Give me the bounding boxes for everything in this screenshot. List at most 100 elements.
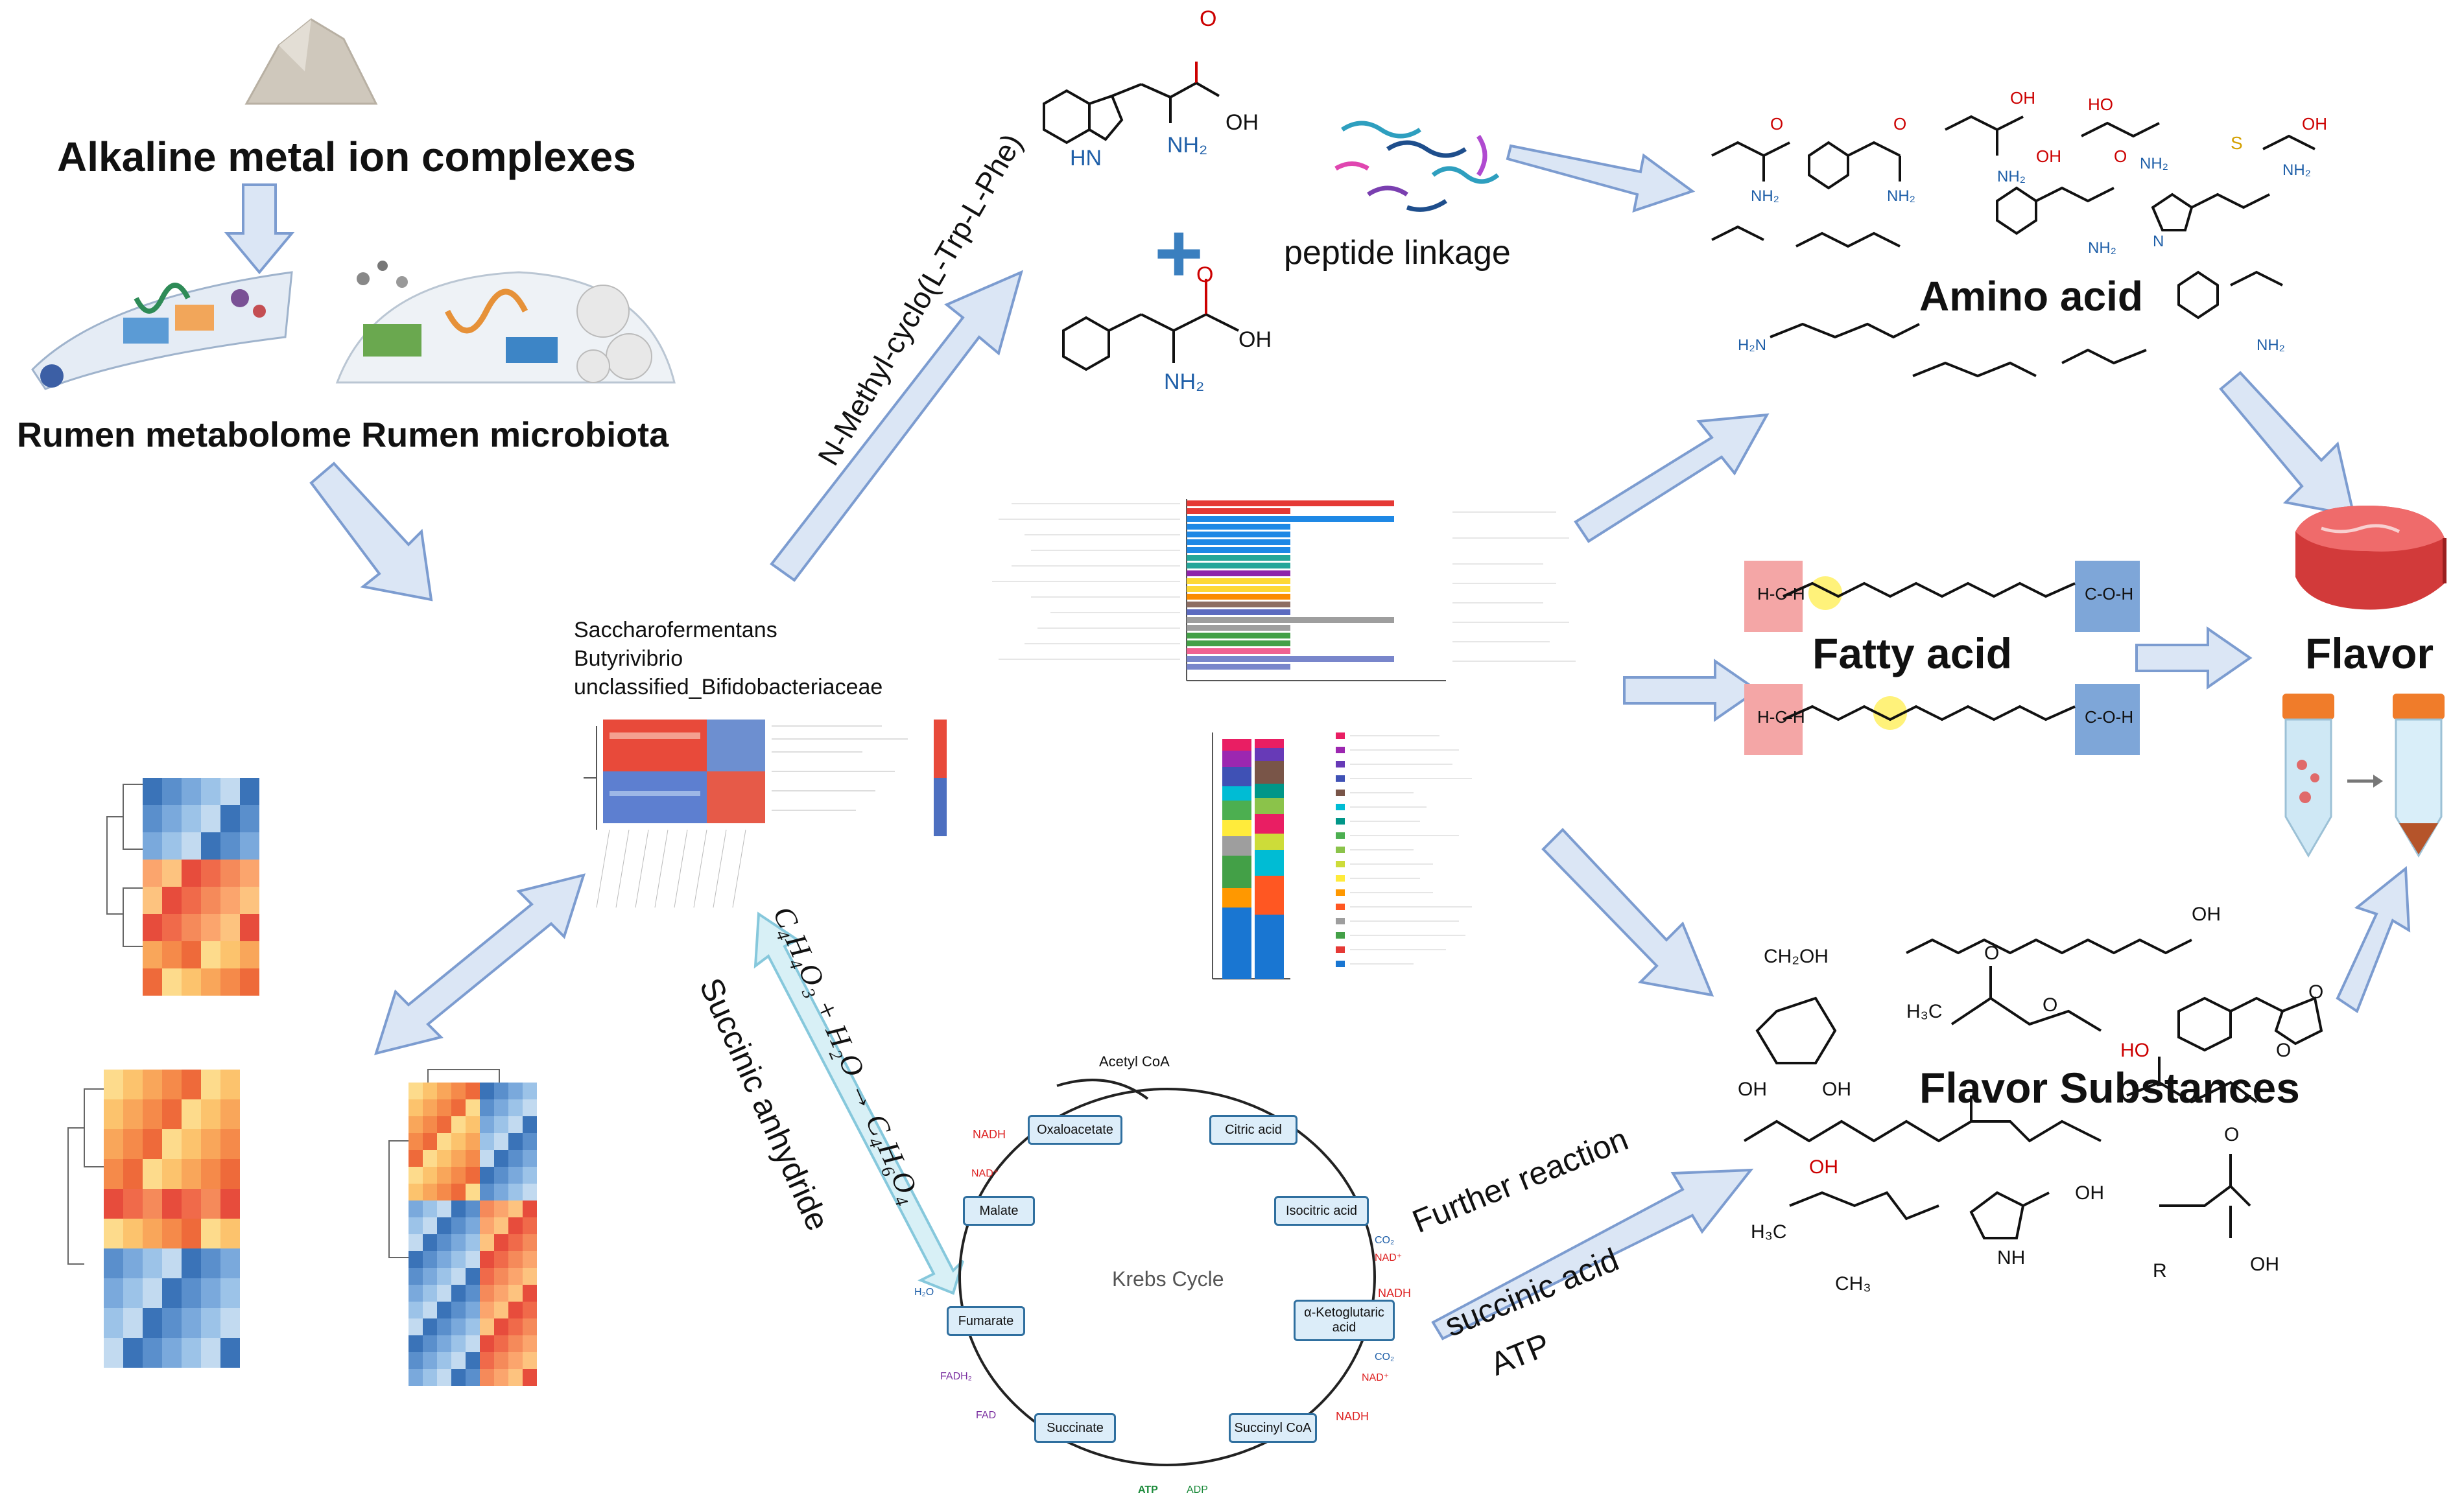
heatmap-cell bbox=[494, 1302, 508, 1318]
heatmap-cell bbox=[220, 1189, 240, 1219]
heatmap-cell bbox=[201, 1070, 220, 1099]
cofactor-nadh: NADH bbox=[1336, 1410, 1369, 1423]
heatmap-cell bbox=[201, 1159, 220, 1189]
heatmap-cell bbox=[423, 1268, 437, 1285]
heatmap-cell bbox=[466, 1150, 480, 1167]
svg-text:N: N bbox=[2153, 233, 2164, 250]
heatmap-cell bbox=[201, 1278, 220, 1308]
heatmap-cell bbox=[494, 1201, 508, 1217]
heatmap-cell bbox=[480, 1268, 494, 1285]
svg-text:CH₂OH: CH₂OH bbox=[1764, 946, 1829, 967]
heatmap-cell bbox=[423, 1335, 437, 1352]
peptide-linkage-label: peptide linkage bbox=[1284, 234, 1511, 272]
arrow-substances-to-flavor bbox=[2336, 866, 2411, 1014]
heatmap-cell bbox=[437, 1201, 451, 1217]
heatmap-cell bbox=[162, 860, 182, 887]
heatmap-cell bbox=[423, 1318, 437, 1335]
heatmap-cell bbox=[494, 1335, 508, 1352]
heatmap-cell bbox=[220, 1338, 240, 1368]
heatmap-cell bbox=[409, 1116, 423, 1133]
heatmap-cell bbox=[104, 1219, 123, 1248]
heatmap-cell bbox=[437, 1285, 451, 1302]
heatmap-cell bbox=[508, 1217, 523, 1234]
heatmap-cell bbox=[466, 1083, 480, 1099]
heatmap-cell bbox=[494, 1150, 508, 1167]
heatmap-cell bbox=[523, 1285, 537, 1302]
heatmap-cell bbox=[123, 1308, 143, 1338]
cofactor-nad: NAD⁺ bbox=[1362, 1372, 1390, 1383]
heatmap-cell bbox=[480, 1116, 494, 1133]
cofactor-h2o: H₂O bbox=[914, 1287, 934, 1298]
heatmap-cell bbox=[104, 1070, 123, 1099]
heatmap-cell bbox=[409, 1285, 423, 1302]
heatmap-cell bbox=[523, 1335, 537, 1352]
heatmap-cell bbox=[182, 1099, 201, 1129]
heatmap-cell bbox=[437, 1335, 451, 1352]
svg-text:HO: HO bbox=[2088, 95, 2113, 114]
heatmap-cell bbox=[437, 1150, 451, 1167]
svg-text:S: S bbox=[2231, 133, 2243, 153]
heatmap-cell bbox=[409, 1268, 423, 1285]
svg-text:O: O bbox=[2224, 1124, 2239, 1145]
heatmap-cell bbox=[437, 1302, 451, 1318]
heatmap-cell bbox=[423, 1184, 437, 1201]
heatmap-cell bbox=[162, 941, 182, 968]
heatmap-cell bbox=[123, 1248, 143, 1278]
heatmap-cell bbox=[423, 1201, 437, 1217]
svg-text:OH: OH bbox=[1822, 1079, 1851, 1100]
heatmap-cell bbox=[466, 1302, 480, 1318]
rumen-title: Rumen metabolome Rumen microbiota bbox=[17, 416, 669, 454]
plus-icon: + bbox=[1154, 205, 1203, 300]
heatmap-cell bbox=[143, 778, 162, 805]
mineral-pile-icon bbox=[244, 18, 378, 105]
krebs-node-malate: Malate bbox=[963, 1196, 1035, 1226]
heatmap-cell bbox=[480, 1369, 494, 1386]
heatmap-cell bbox=[143, 1338, 162, 1368]
krebs-node-isocitric: Isocitric acid bbox=[1274, 1196, 1369, 1226]
heatmap-cell bbox=[480, 1352, 494, 1369]
heatmap-cell bbox=[466, 1268, 480, 1285]
heatmap-cell bbox=[523, 1251, 537, 1268]
heatmap-cell bbox=[409, 1335, 423, 1352]
heatmap-cell bbox=[437, 1352, 451, 1369]
svg-text:OH: OH bbox=[2192, 904, 2221, 925]
heatmap-cell bbox=[523, 1133, 537, 1150]
heatmap-cell bbox=[451, 1302, 466, 1318]
heatmap-cell bbox=[143, 832, 162, 860]
heatmap-cell bbox=[466, 1217, 480, 1234]
heatmap-cell bbox=[201, 778, 220, 805]
heatmap-cell bbox=[162, 805, 182, 832]
heatmap-cell bbox=[451, 1335, 466, 1352]
heatmap-cell bbox=[494, 1116, 508, 1133]
svg-text:O: O bbox=[2276, 1040, 2291, 1061]
krebs-node-succinate: Succinate bbox=[1034, 1413, 1116, 1443]
heatmap-cell bbox=[123, 1159, 143, 1189]
heatmap-cell bbox=[437, 1234, 451, 1251]
flavor-title: Flavor bbox=[2305, 629, 2434, 677]
svg-text:H₂N: H₂N bbox=[1738, 336, 1766, 354]
phe-oh-label: OH bbox=[1238, 327, 1272, 352]
heatmap-cell bbox=[409, 1201, 423, 1217]
heatmap-cell bbox=[508, 1369, 523, 1386]
heatmap-cell bbox=[494, 1352, 508, 1369]
heatmap-cell bbox=[451, 1133, 466, 1150]
heatmap-cell bbox=[437, 1133, 451, 1150]
heatmap-cell bbox=[523, 1116, 537, 1133]
alkaline-title: Alkaline metal ion complexes bbox=[57, 134, 636, 180]
heatmap-cell bbox=[182, 968, 201, 996]
heatmap-cell bbox=[409, 1133, 423, 1150]
heatmap-cell bbox=[143, 1159, 162, 1189]
heatmap-cell bbox=[240, 778, 259, 805]
heatmap-cell bbox=[480, 1167, 494, 1184]
trp-oh-label: OH bbox=[1226, 110, 1259, 135]
genera-list: Saccharofermentans Butyrivibrio unclassi… bbox=[574, 616, 883, 701]
heatmap-cell bbox=[466, 1133, 480, 1150]
acetyl-coa-label: Acetyl CoA bbox=[1099, 1053, 1170, 1070]
heatmap-cell bbox=[123, 1099, 143, 1129]
trp-o-label: O bbox=[1200, 6, 1217, 31]
heatmap-cell bbox=[123, 1338, 143, 1368]
heatmap-cell bbox=[523, 1167, 537, 1184]
heatmap-cell bbox=[182, 778, 201, 805]
heatmap-cell bbox=[220, 914, 240, 941]
heatmap-cell bbox=[143, 1189, 162, 1219]
